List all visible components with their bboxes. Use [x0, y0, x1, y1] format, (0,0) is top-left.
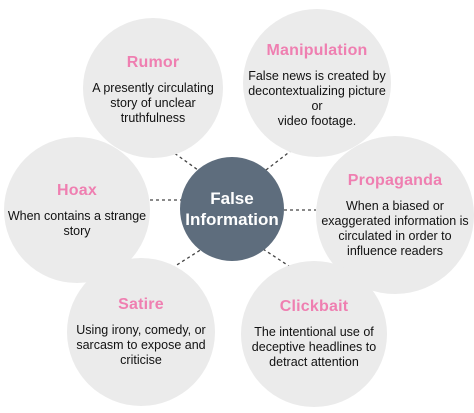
node-rumor-line: truthfulness — [120, 111, 186, 125]
node-propaganda: Propaganda When a biased or exaggerated … — [316, 136, 474, 294]
node-rumor: Rumor A presently circulating story of u… — [83, 18, 223, 158]
node-propaganda-line: circulated in order to — [338, 228, 452, 243]
center-title: False Information — [185, 188, 279, 230]
node-propaganda-line: influence readers — [347, 243, 443, 258]
node-propaganda-description: When a biased or exaggerated information… — [321, 199, 468, 259]
center-node: False Information — [180, 157, 284, 261]
connector-manipulation — [265, 149, 293, 171]
node-manipulation-line: video footage. — [277, 113, 357, 128]
node-clickbait-title: Clickbait — [279, 298, 349, 315]
node-hoax-line: When contains a strange — [7, 208, 147, 223]
node-propaganda-line: When a biased or — [346, 198, 444, 213]
node-manipulation-description: False news is created by decontextualizi… — [243, 69, 391, 129]
node-rumor-line: story of unclear — [110, 96, 196, 110]
node-clickbait: Clickbait The intentional use of decepti… — [241, 261, 387, 407]
node-clickbait-line: The intentional use of — [254, 325, 374, 339]
node-manipulation-line: False news is created by — [248, 68, 386, 83]
node-propaganda-line: exaggerated information is — [321, 213, 469, 228]
node-hoax-line: story — [63, 223, 91, 238]
node-rumor-description: A presently circulating story of unclear… — [92, 81, 214, 126]
node-propaganda-title: Propaganda — [347, 171, 443, 189]
node-clickbait-description: The intentional use of deceptive headlin… — [252, 325, 376, 370]
node-satire-line: sarcasm to expose and — [76, 338, 206, 352]
node-rumor-title: Rumor — [126, 54, 180, 71]
connector-satire — [171, 248, 203, 269]
node-satire: Satire Using irony, comedy, or sarcasm t… — [67, 258, 215, 406]
node-hoax-title: Hoax — [57, 181, 97, 199]
center-title-line: False — [210, 189, 254, 208]
node-satire-title: Satire — [118, 296, 164, 313]
center-title-line: Information — [185, 210, 279, 229]
node-manipulation-line: decontextualizing picture or — [248, 83, 386, 113]
node-hoax-description: When contains a strange story — [8, 209, 146, 239]
node-clickbait-line: detract attention — [269, 355, 359, 369]
node-rumor-line: A presently circulating — [92, 81, 214, 95]
node-satire-line: criticise — [120, 353, 162, 367]
node-clickbait-line: deceptive headlines to — [251, 340, 377, 354]
node-manipulation-title: Manipulation — [266, 41, 368, 59]
node-manipulation: Manipulation False news is created by de… — [243, 9, 391, 157]
node-satire-description: Using irony, comedy, or sarcasm to expos… — [76, 323, 205, 368]
node-satire-line: Using irony, comedy, or — [76, 323, 206, 337]
